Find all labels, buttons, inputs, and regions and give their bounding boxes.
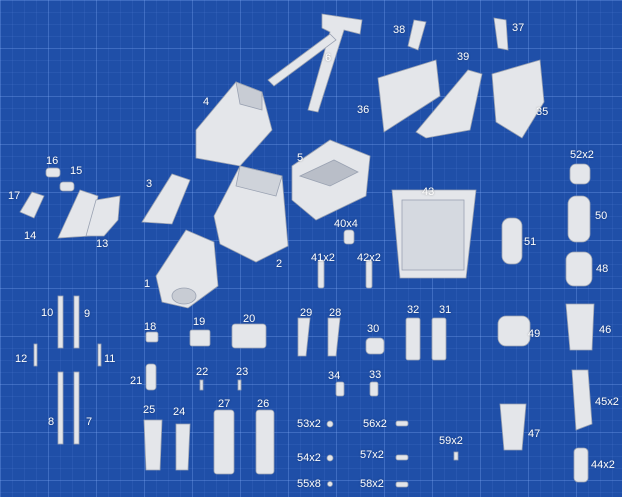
label-45: 45x2 [595, 396, 619, 408]
label-24: 24 [173, 406, 186, 418]
label-21: 21 [130, 375, 143, 387]
label-37: 37 [512, 22, 525, 34]
label-58: 58x2 [360, 478, 384, 490]
label-38: 38 [393, 24, 406, 36]
label-46: 46 [599, 324, 612, 336]
label-29: 29 [300, 307, 313, 319]
label-3: 3 [146, 178, 153, 190]
label-6: 6 [325, 52, 332, 64]
label-8: 8 [48, 416, 55, 428]
label-33: 33 [369, 369, 382, 381]
label-57: 57x2 [360, 449, 384, 461]
label-44: 44x2 [591, 459, 615, 471]
label-59: 59x2 [439, 435, 463, 447]
label-7: 7 [86, 416, 93, 428]
label-10: 10 [41, 307, 54, 319]
label-40: 40x4 [334, 218, 358, 230]
label-48: 48 [596, 263, 609, 275]
label-30: 30 [367, 323, 380, 335]
label-12: 12 [15, 353, 28, 365]
label-16: 16 [46, 155, 59, 167]
label-55: 55x8 [297, 478, 321, 490]
label-52: 52x2 [570, 149, 594, 161]
label-13: 13 [96, 238, 109, 250]
label-56: 56x2 [363, 418, 387, 430]
label-26: 26 [257, 398, 270, 410]
label-15: 15 [70, 165, 83, 177]
label-2: 2 [276, 258, 283, 270]
label-51: 51 [524, 236, 537, 248]
label-36: 36 [357, 104, 370, 116]
label-42: 42x2 [357, 252, 381, 264]
label-27: 27 [218, 398, 231, 410]
label-22: 22 [196, 366, 209, 378]
label-39: 39 [457, 51, 470, 63]
label-25: 25 [143, 404, 156, 416]
label-1: 1 [144, 278, 151, 290]
label-14: 14 [24, 230, 37, 242]
label-5: 5 [297, 152, 304, 164]
label-49: 49 [528, 328, 541, 340]
label-54: 54x2 [297, 452, 321, 464]
label-23: 23 [236, 366, 249, 378]
label-35: 35 [536, 106, 549, 118]
label-53: 53x2 [297, 418, 321, 430]
label-9: 9 [84, 308, 91, 320]
label-32: 32 [407, 304, 420, 316]
label-47: 47 [528, 428, 541, 440]
label-50: 50 [595, 210, 608, 222]
label-41: 41x2 [311, 252, 335, 264]
label-31: 31 [439, 304, 452, 316]
label-20: 20 [243, 313, 256, 325]
label-28: 28 [329, 307, 342, 319]
label-34: 34 [328, 370, 341, 382]
label-11: 11 [104, 353, 116, 365]
label-18: 18 [144, 321, 157, 333]
label-4: 4 [203, 96, 210, 108]
label-17: 17 [8, 190, 21, 202]
label-19: 19 [193, 316, 206, 328]
label-43: 43 [422, 186, 435, 198]
